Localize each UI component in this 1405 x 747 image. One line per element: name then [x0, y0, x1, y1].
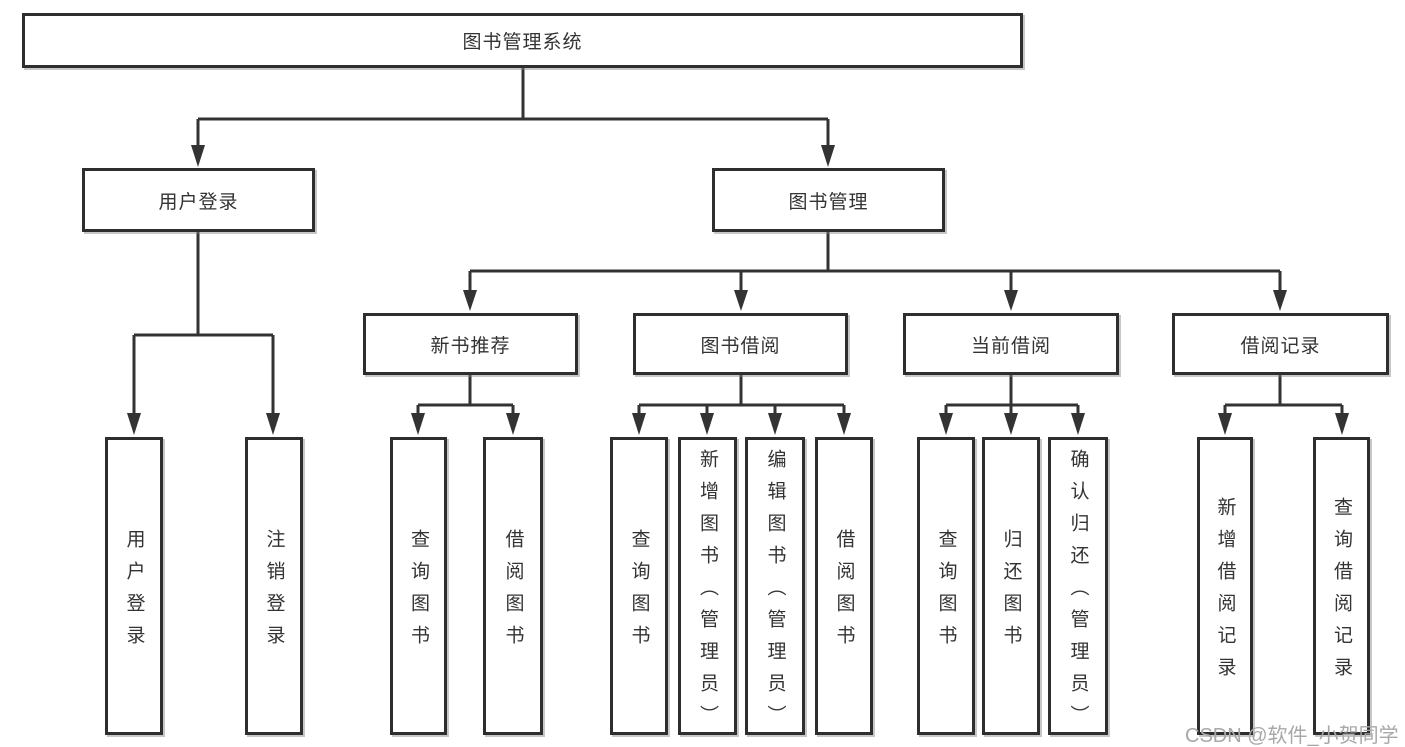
- node-book-management-label: 图书管理: [788, 191, 869, 213]
- node-root-label: 图书管理系统: [462, 32, 583, 53]
- leaf-user-login-label: 用户登录: [123, 528, 145, 657]
- leaf-borrow-books: 借阅图书: [815, 437, 873, 735]
- node-new-book-recommend: 新书推荐: [363, 313, 578, 375]
- leaf-recommend-borrow-books-label: 借阅图书: [502, 528, 524, 657]
- leaf-edit-books-admin: 编辑图书（管理员）: [745, 437, 805, 737]
- connector-current-borrow: [939, 375, 1085, 435]
- leaf-user-login: 用户登录: [105, 437, 163, 735]
- csdn-watermark: CSDN @软件_小贺同学: [1185, 725, 1399, 747]
- leaf-query-borrow-record: 查询借阅记录: [1313, 437, 1370, 735]
- leaf-return-books: 归还图书: [982, 437, 1040, 735]
- node-borrow-records-label: 借阅记录: [1240, 335, 1321, 357]
- connector-user-login: [127, 232, 280, 435]
- leaf-confirm-return-admin: 确认归还（管理员）: [1048, 437, 1108, 737]
- node-borrow-records: 借阅记录: [1172, 313, 1389, 375]
- leaf-add-books-admin: 新增图书（管理员）: [678, 437, 737, 737]
- node-user-login-label: 用户登录: [158, 191, 239, 213]
- node-current-borrow-label: 当前借阅: [970, 335, 1051, 357]
- node-user-login: 用户登录: [82, 168, 315, 232]
- leaf-recommend-borrow-books: 借阅图书: [483, 437, 543, 735]
- leaf-return-books-label: 归还图书: [1000, 528, 1022, 657]
- leaf-current-query-books: 查询图书: [917, 437, 975, 735]
- leaf-recommend-query-books: 查询图书: [390, 437, 447, 735]
- leaf-add-borrow-record-label: 新增借阅记录: [1214, 496, 1236, 689]
- node-current-borrow: 当前借阅: [903, 313, 1119, 375]
- leaf-add-borrow-record: 新增借阅记录: [1197, 437, 1253, 735]
- node-book-borrow: 图书借阅: [633, 313, 848, 375]
- connector-new-book-recommend: [411, 375, 520, 435]
- connector-book-management: [463, 232, 1287, 311]
- node-book-borrow-label: 图书借阅: [700, 335, 781, 357]
- connector-book-borrow: [632, 375, 851, 435]
- leaf-current-query-books-label: 查询图书: [935, 528, 957, 657]
- connector-root: [191, 68, 835, 167]
- leaf-edit-books-admin-label: 编辑图书（管理员）: [764, 448, 786, 737]
- leaf-confirm-return-admin-label: 确认归还（管理员）: [1067, 448, 1089, 737]
- node-book-management: 图书管理: [712, 168, 945, 232]
- node-new-book-recommend-label: 新书推荐: [430, 335, 511, 357]
- leaf-add-books-admin-label: 新增图书（管理员）: [697, 448, 718, 737]
- leaf-borrow-books-label: 借阅图书: [833, 528, 855, 657]
- node-root: 图书管理系统: [22, 13, 1023, 68]
- leaf-logout: 注销登录: [245, 437, 303, 735]
- leaf-borrow-query-books: 查询图书: [610, 437, 668, 735]
- leaf-borrow-query-books-label: 查询图书: [628, 528, 650, 657]
- connector-borrow-records: [1218, 375, 1349, 435]
- leaf-logout-label: 注销登录: [263, 528, 285, 657]
- leaf-query-borrow-record-label: 查询借阅记录: [1331, 496, 1352, 689]
- leaf-recommend-query-books-label: 查询图书: [408, 528, 429, 657]
